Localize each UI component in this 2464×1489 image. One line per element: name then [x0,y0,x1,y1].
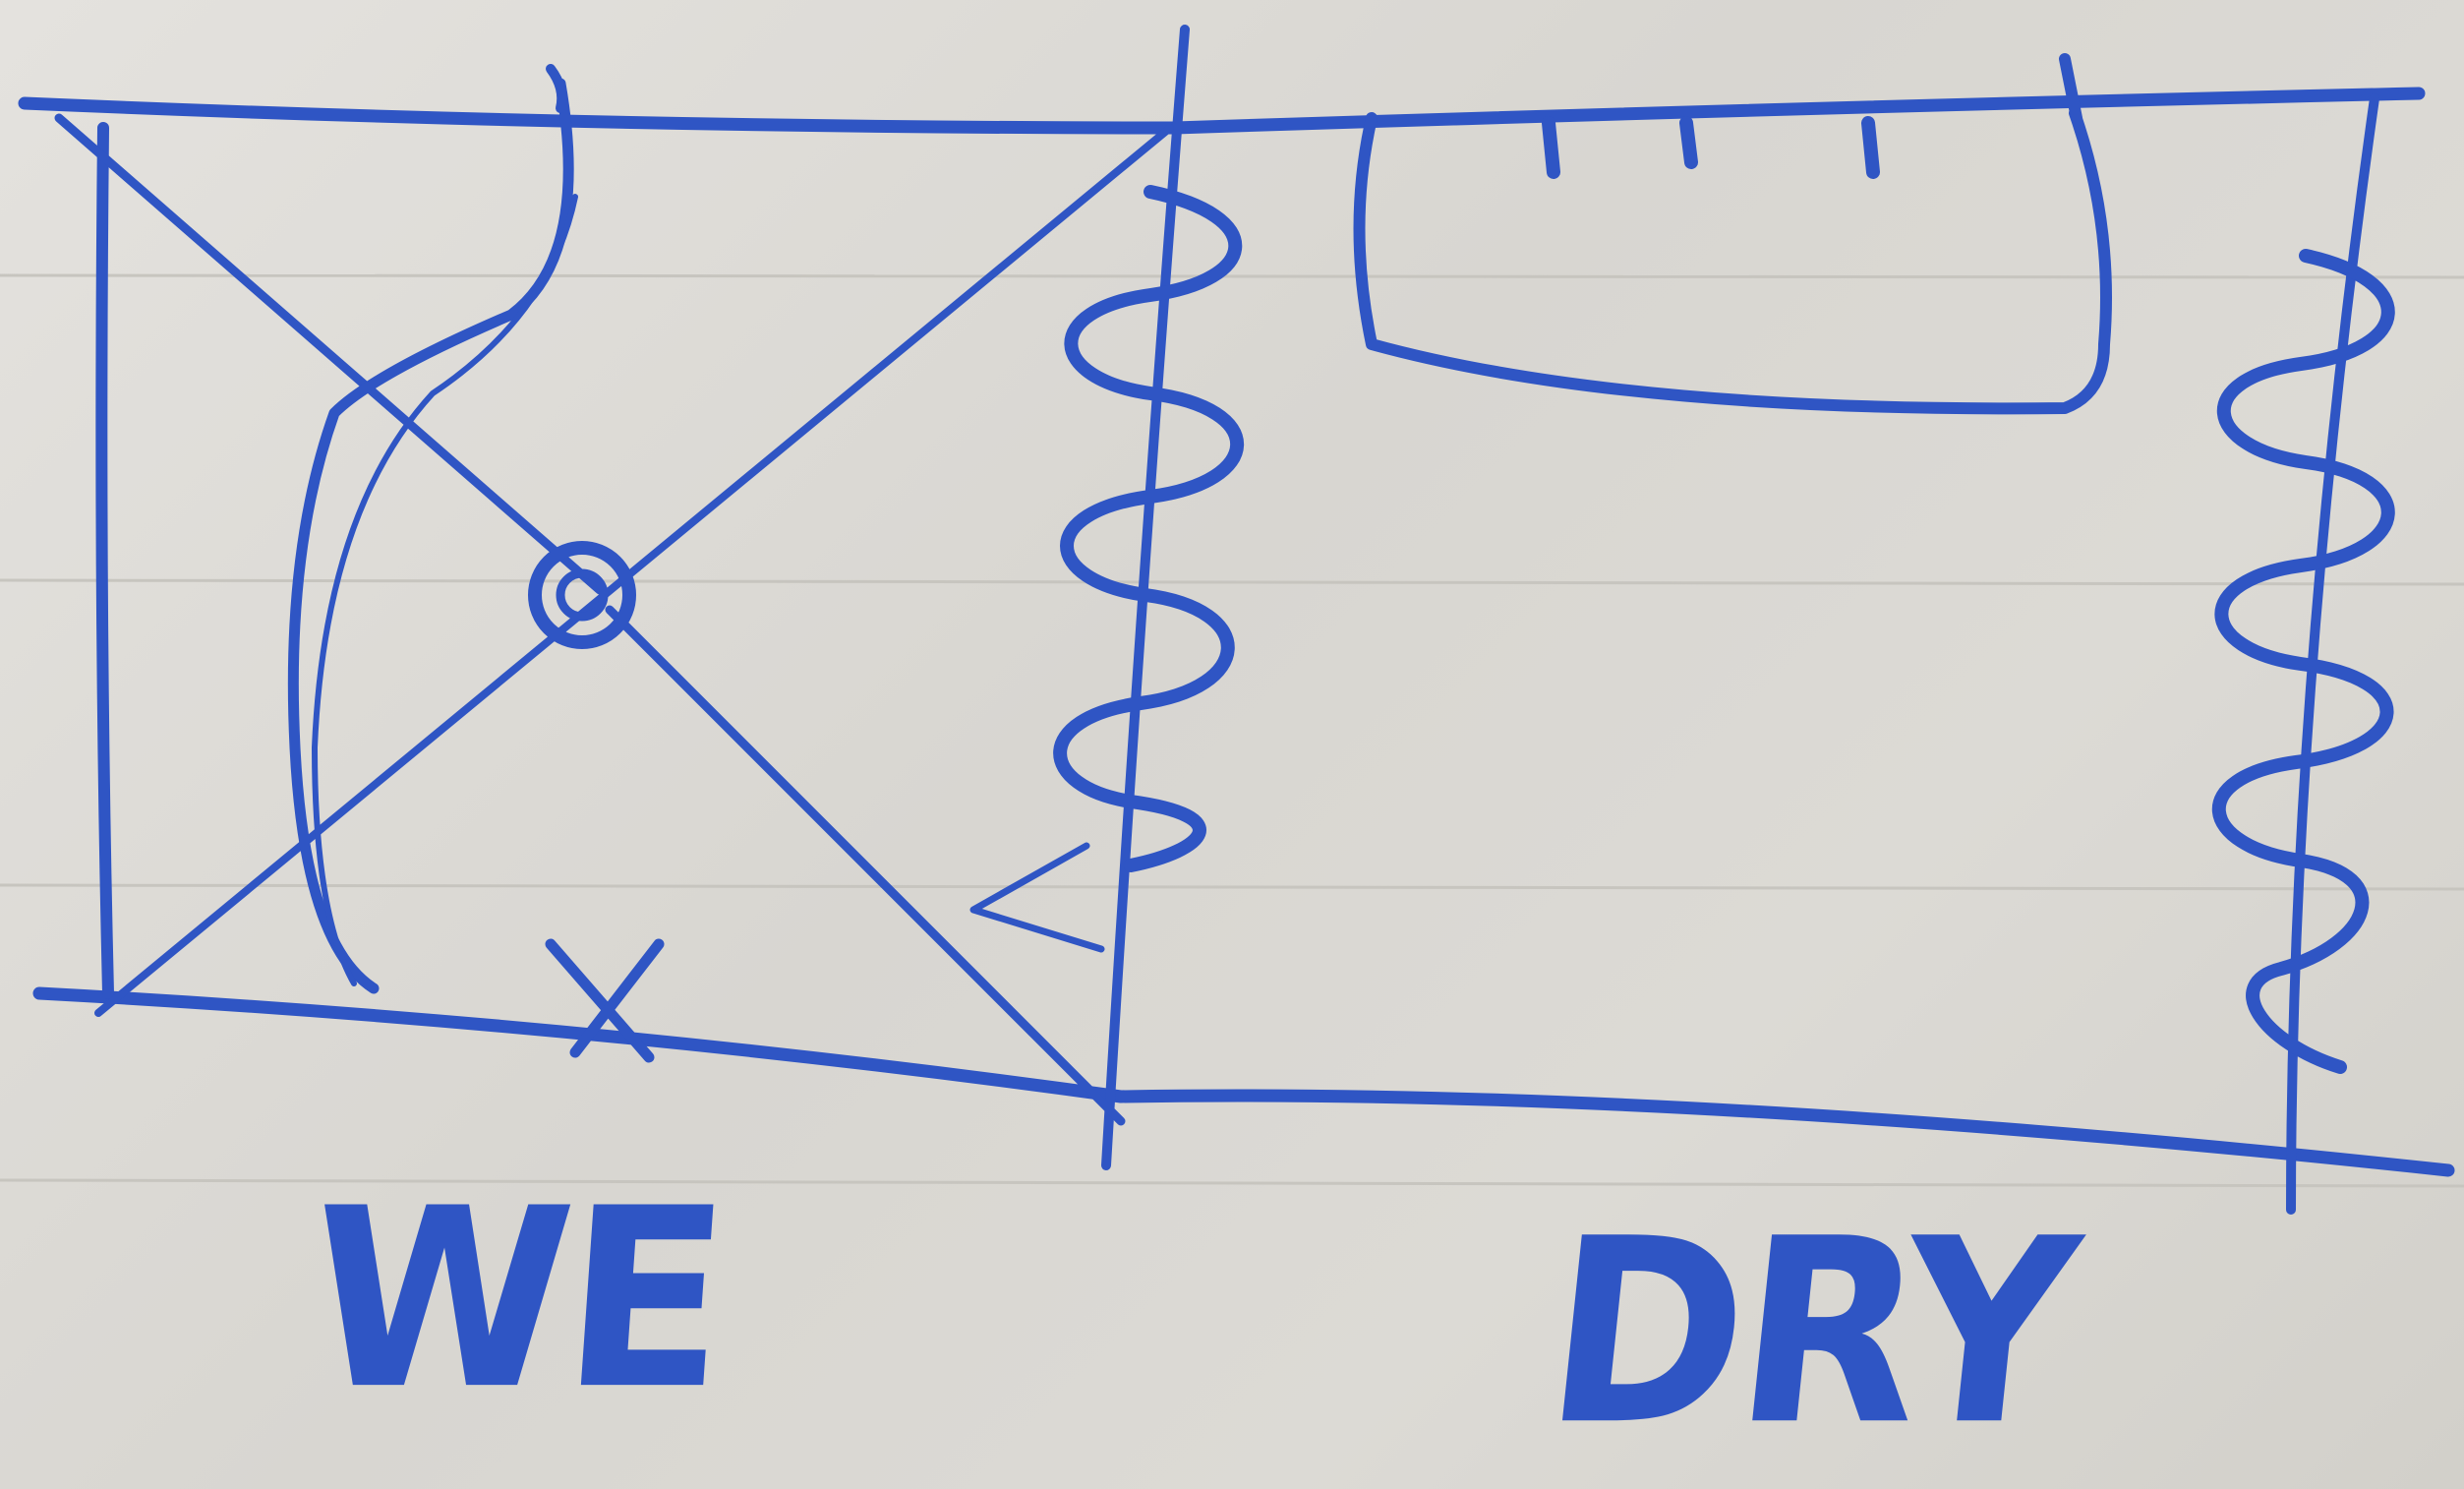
x-mark-icon [545,938,655,1063]
diagonal-line [54,113,605,595]
ruled-line [0,273,2464,279]
ruled-line [0,578,2464,586]
heater-coil-left [1053,185,1245,872]
top-wall [18,87,2426,135]
ruled-line [0,1178,2464,1188]
heater-coil-right [2211,249,2395,1074]
ruled-lines [0,273,2464,1188]
ruled-line [0,883,2464,891]
diagonal-line [94,124,1174,1017]
bottom-wall [32,986,2455,1177]
tick-mark [1861,116,1880,179]
tick-mark [546,64,567,113]
floor-drain-center [556,568,609,622]
counter-box [1353,107,2112,415]
x-mark-icon [569,938,665,1058]
diagonal-line [605,605,1126,1126]
curtain-line [287,78,574,994]
tick-mark [1679,116,1698,169]
dry-label: DRY [1534,1183,2083,1481]
floor-drain-icon [528,541,636,649]
tick-mark [2059,53,2083,124]
tick-mark [1542,116,1560,179]
curtain-line [312,194,578,986]
corner-mark [969,842,1105,953]
wc-label: WE [300,1155,732,1444]
left-wall [95,122,114,999]
